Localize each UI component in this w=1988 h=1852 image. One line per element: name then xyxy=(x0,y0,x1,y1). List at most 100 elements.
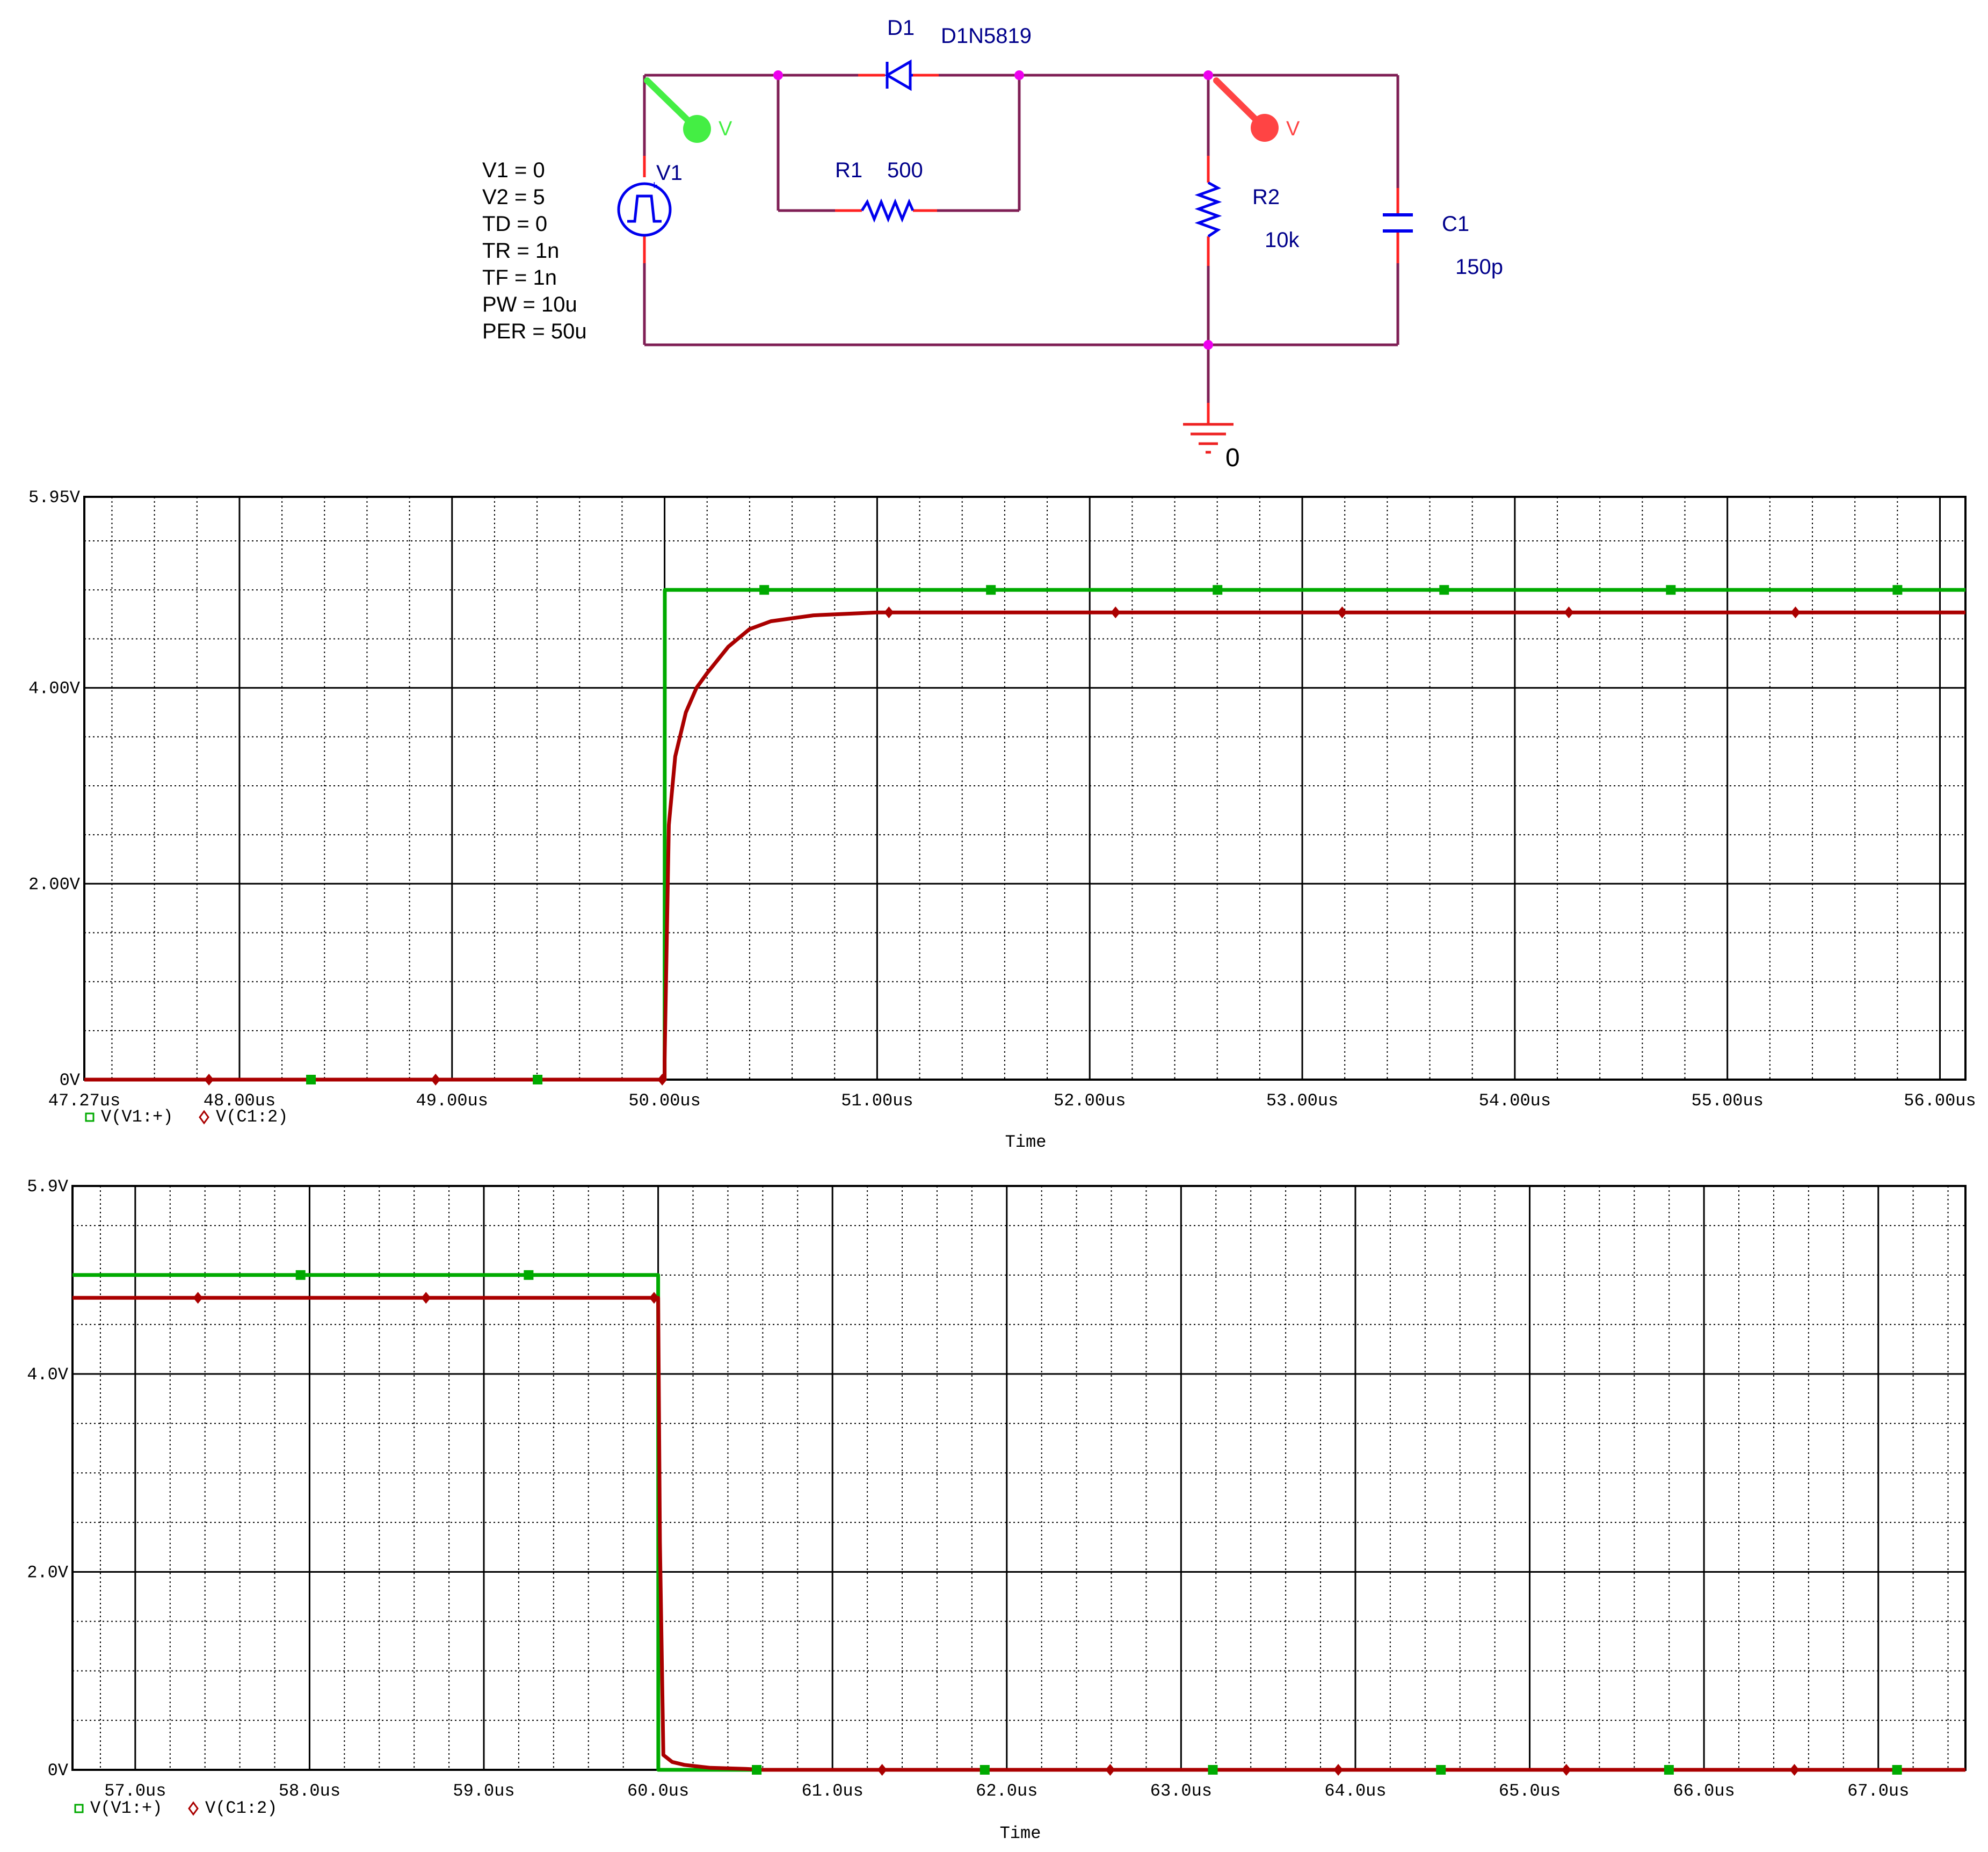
probe-v1-label: V xyxy=(719,118,732,140)
x-tick-label: 49.00us xyxy=(416,1091,488,1111)
trace-marker xyxy=(1664,1765,1674,1775)
trace-marker xyxy=(980,1765,990,1775)
c1-value-label: 150p xyxy=(1455,255,1503,279)
trace-marker xyxy=(431,1074,441,1086)
trace-marker xyxy=(524,1270,534,1280)
diode-d1[interactable] xyxy=(884,59,913,91)
y-tick-label: 2.0V xyxy=(27,1563,69,1583)
legend-marker-c1 xyxy=(199,1110,209,1125)
trace-marker xyxy=(1892,585,1903,595)
trace-marker xyxy=(1208,1765,1218,1775)
x-tick-label: 54.00us xyxy=(1479,1091,1551,1111)
x-tick-label: 66.0us xyxy=(1673,1781,1735,1801)
r1-value-label: 500 xyxy=(887,158,923,182)
source-param: TR = 1n xyxy=(482,239,559,263)
x-tick-label: 60.0us xyxy=(627,1781,689,1801)
trace-marker xyxy=(193,1292,203,1304)
diode-model-label: D1N5819 xyxy=(941,24,1032,48)
trace-marker xyxy=(421,1292,431,1304)
trace-marker xyxy=(877,1764,887,1776)
trace-marker xyxy=(1111,606,1121,619)
resistor-r2[interactable] xyxy=(1194,181,1222,238)
x-tick-label: 58.0us xyxy=(279,1781,340,1801)
source-param: PW = 10u xyxy=(482,293,577,316)
trace-marker xyxy=(1213,585,1223,595)
x-tick-label: 52.00us xyxy=(1054,1091,1126,1111)
trace-marker xyxy=(759,585,770,595)
voltage-probe-c1[interactable]: V xyxy=(1213,77,1300,142)
x-axis-title: Time xyxy=(1005,1132,1047,1152)
minor-grid xyxy=(72,1186,1965,1770)
c1-ref-label: C1 xyxy=(1442,212,1469,236)
trace-marker xyxy=(1333,1764,1344,1776)
trace-marker xyxy=(752,1765,762,1775)
trace-marker xyxy=(1892,1765,1902,1775)
legend-label: V(C1:2) xyxy=(205,1798,277,1818)
legend: V(V1:+) V(C1:2) xyxy=(85,1107,288,1127)
y-tick-label: 0V xyxy=(60,1070,81,1090)
trace-marker xyxy=(204,1074,214,1086)
y-tick-label: 5.9V xyxy=(27,1177,69,1197)
trace-marker xyxy=(1789,1764,1800,1776)
junction-dots xyxy=(773,70,1213,350)
r2-ref-label: R2 xyxy=(1252,185,1280,209)
x-tick-label: 51.00us xyxy=(841,1091,913,1111)
major-grid xyxy=(72,1186,1965,1770)
trace-marker xyxy=(1337,606,1347,619)
x-tick-label: 65.0us xyxy=(1499,1781,1561,1801)
legend: V(V1:+) V(C1:2) xyxy=(74,1798,277,1818)
y-tick-label: 5.95V xyxy=(28,488,81,508)
y-tick-label: 2.00V xyxy=(28,874,81,894)
waveform-plot-rising: 47.27us 48.00us 49.00us 50.00us 51.00us 52.00… xyxy=(28,488,1976,1152)
source-param: V2 = 5 xyxy=(482,185,545,209)
x-tick-label: 50.00us xyxy=(628,1091,700,1111)
source-param: PER = 50u xyxy=(482,320,587,343)
legend-label: V(C1:2) xyxy=(216,1107,288,1127)
trace-marker xyxy=(884,606,894,619)
trace-marker xyxy=(1790,606,1801,619)
schematic: + V1 V1 = 0 V2 = 5 TD = 0 TR = 1n TF = 1… xyxy=(482,16,1503,472)
x-tick-label: 67.0us xyxy=(1847,1781,1909,1801)
ground-label: 0 xyxy=(1225,444,1240,472)
source-param: TF = 1n xyxy=(482,266,557,290)
probe-c1-label: V xyxy=(1286,118,1300,140)
x-tick-label: 47.27us xyxy=(48,1091,120,1111)
trace-marker xyxy=(986,585,996,595)
trace-marker xyxy=(1564,606,1574,619)
x-tick-label: 59.0us xyxy=(453,1781,514,1801)
pulse-source-v1[interactable]: + xyxy=(617,178,672,237)
x-tick-label: 55.00us xyxy=(1691,1091,1763,1111)
source-param: TD = 0 xyxy=(482,212,547,236)
pin-stubs xyxy=(643,74,1399,424)
capacitor-c1[interactable] xyxy=(1383,213,1413,233)
legend-label: V(V1:+) xyxy=(90,1798,162,1818)
trace-marker xyxy=(295,1270,306,1280)
x-axis-title: Time xyxy=(1000,1824,1041,1843)
plot-frame xyxy=(83,496,1967,1081)
x-tick-label: 61.0us xyxy=(802,1781,864,1801)
x-tick-label: 53.00us xyxy=(1266,1091,1338,1111)
source-params: V1 = 0 V2 = 5 TD = 0 TR = 1n TF = 1n PW … xyxy=(482,158,587,343)
trace-marker xyxy=(306,1075,316,1084)
trace-marker xyxy=(649,1292,659,1304)
trace-marker xyxy=(1561,1764,1571,1776)
voltage-probe-v1[interactable]: V xyxy=(644,77,732,143)
minor-grid xyxy=(84,497,1965,1080)
ground-symbol xyxy=(1183,423,1234,454)
source-param: V1 = 0 xyxy=(482,158,545,182)
x-tick-label: 63.0us xyxy=(1150,1781,1212,1801)
v1-ref-label: V1 xyxy=(656,161,683,185)
y-tick-label: 4.00V xyxy=(28,679,81,699)
x-tick-label: 48.00us xyxy=(204,1091,275,1111)
r2-value-label: 10k xyxy=(1265,228,1300,252)
y-tick-label: 0V xyxy=(48,1761,69,1781)
trace-marker xyxy=(1436,1765,1446,1775)
resistor-r1[interactable] xyxy=(860,198,915,223)
trace-marker xyxy=(657,1074,667,1086)
r1-ref-label: R1 xyxy=(835,158,862,182)
legend-label: V(V1:+) xyxy=(101,1107,173,1127)
legend-marker-v1 xyxy=(85,1112,95,1122)
plus-sign: + xyxy=(651,178,658,192)
